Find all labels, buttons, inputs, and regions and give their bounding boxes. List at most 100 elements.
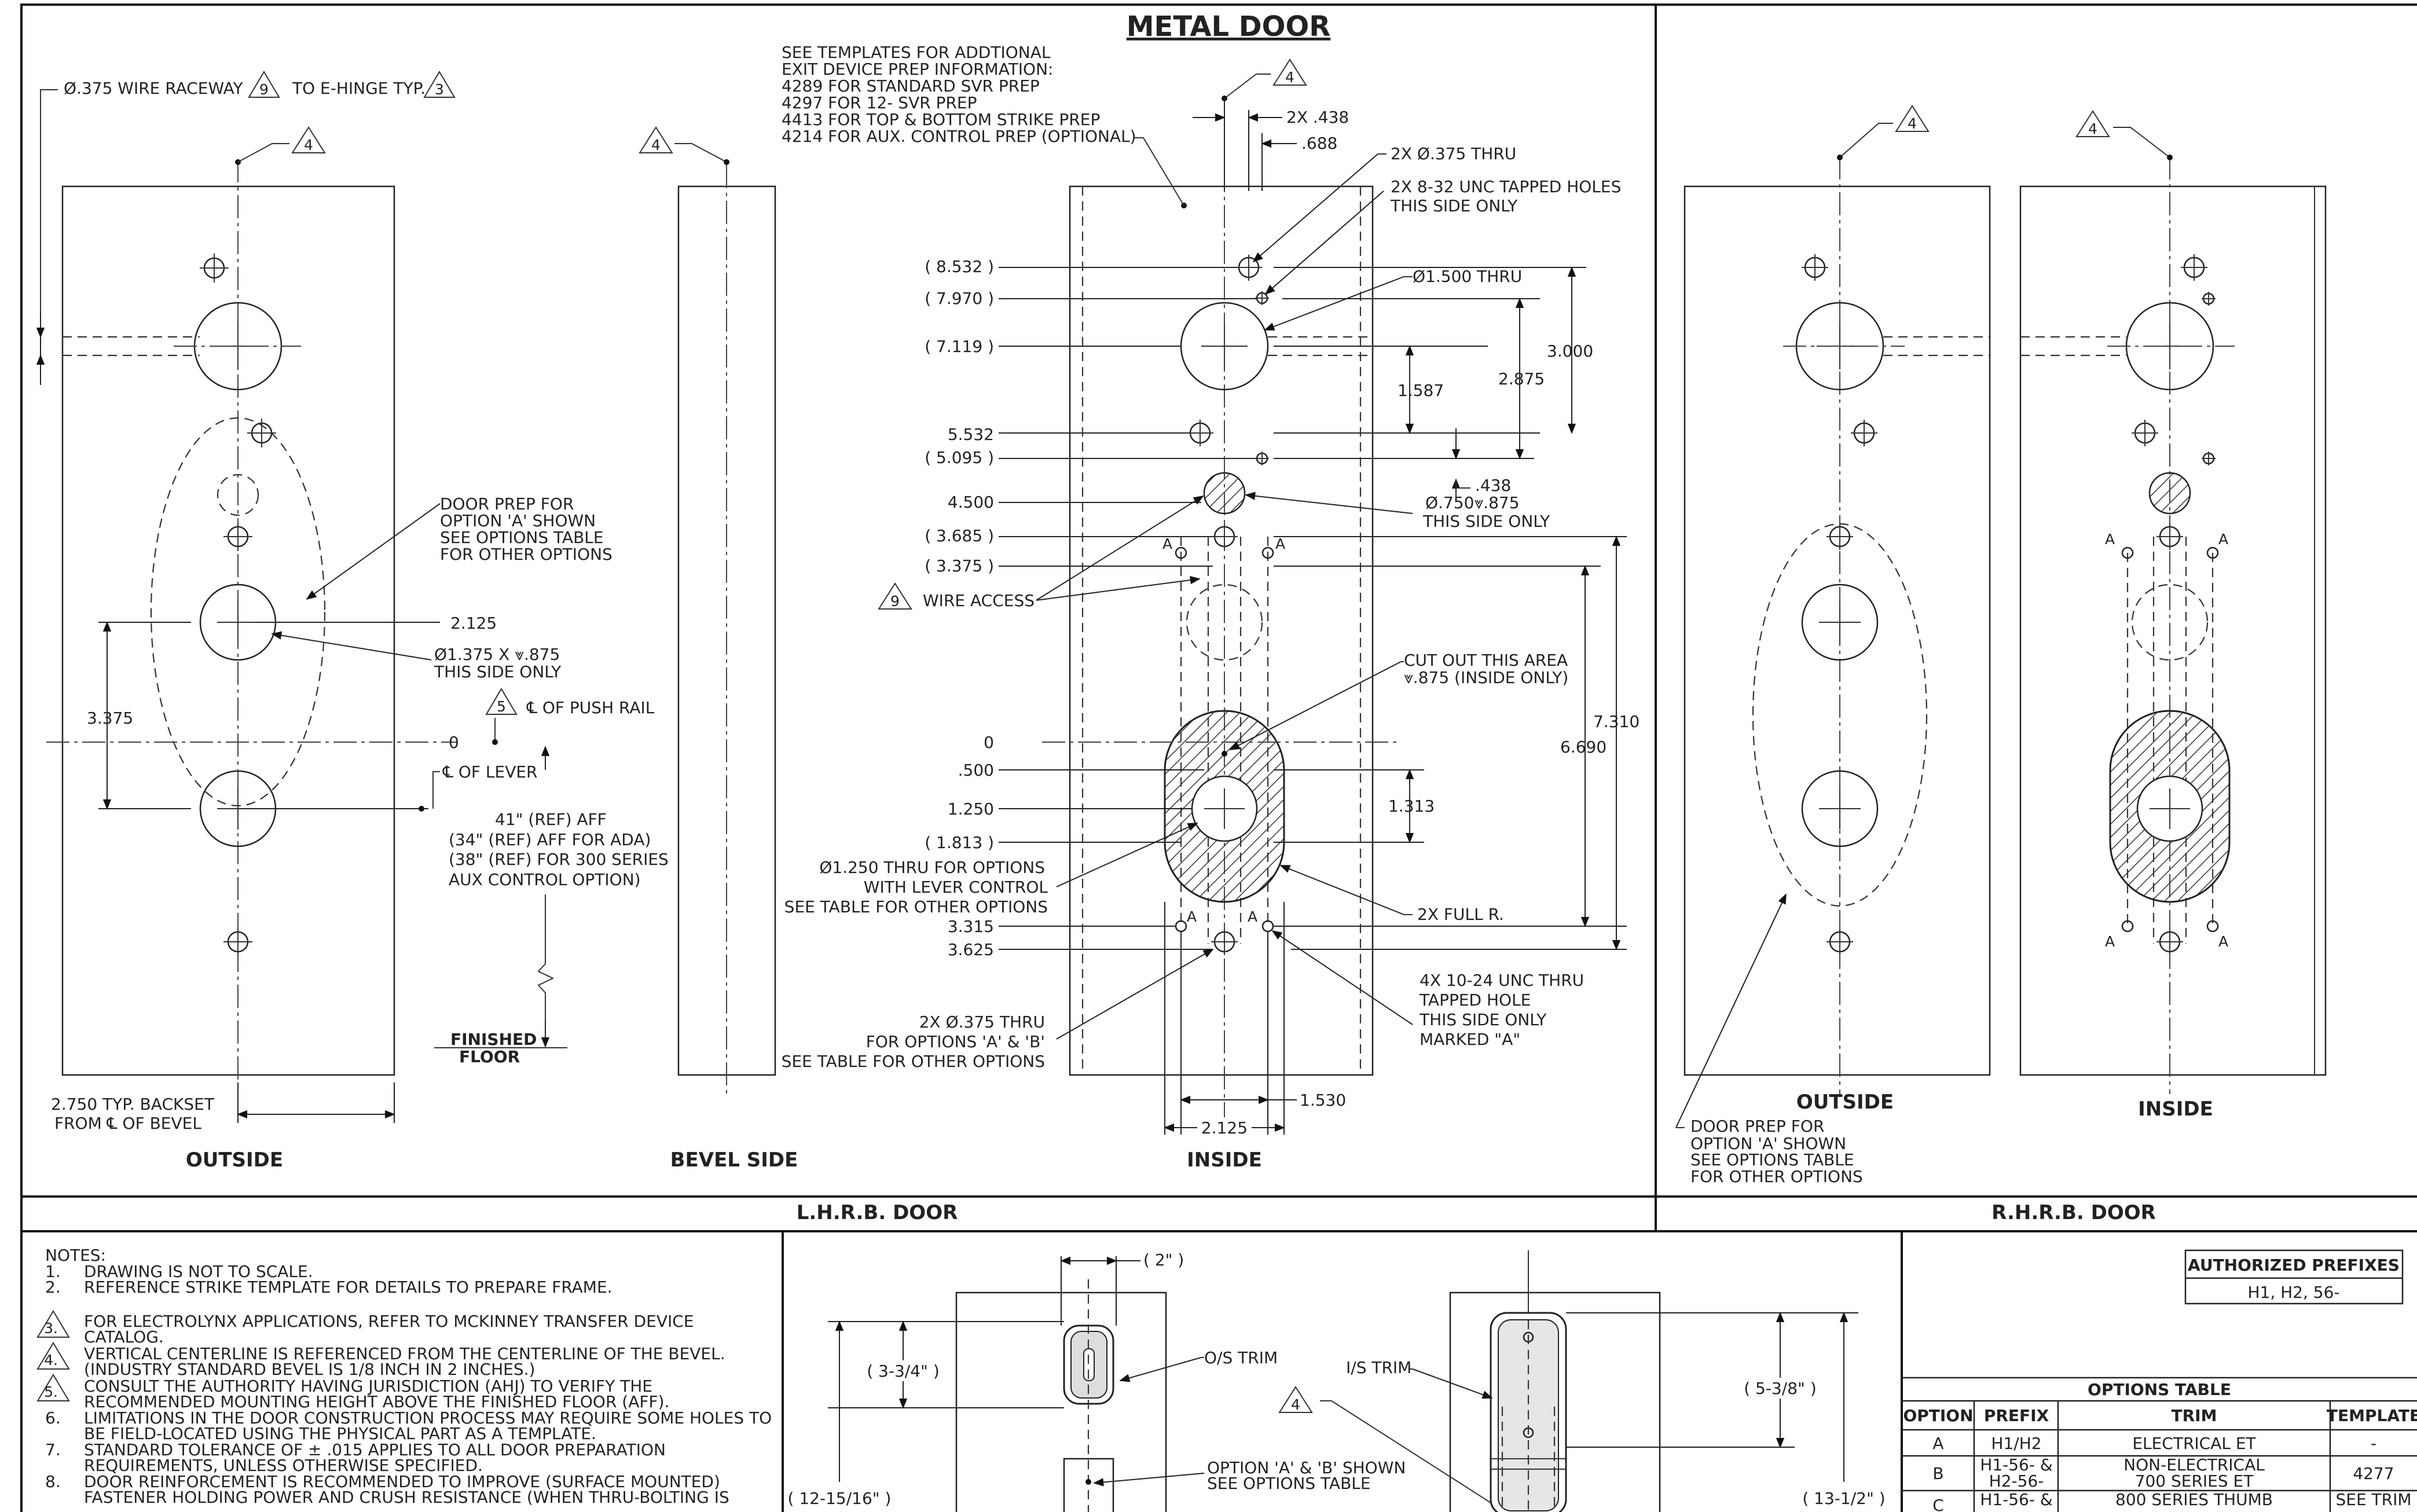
dim-3-3-4: ( 3-3/4" ): [867, 1361, 940, 1381]
view-label-rh-outside: OUTSIDE: [1796, 1091, 1894, 1114]
svg-text:4X 10-24 UNC THRU: 4X 10-24 UNC THRU: [1420, 971, 1584, 990]
svg-text:41" (REF) AFF: 41" (REF) AFF: [495, 810, 607, 829]
svg-text:3.: 3.: [44, 1320, 58, 1337]
lh-inside-view: A A A A: [1042, 133, 1401, 1129]
svg-text:A: A: [1187, 908, 1197, 925]
lh-outside-view: [36, 159, 457, 1123]
svg-text:VERTICAL CENTERLINE IS REFEREN: VERTICAL CENTERLINE IS REFERENCED FROM T…: [84, 1344, 725, 1363]
cutout-label-b: ⩔.875 (INSIDE ONLY): [1404, 668, 1568, 687]
svg-text:( 8.532 ): ( 8.532 ): [925, 257, 994, 276]
svg-text:4289 FOR STANDARD SVR PREP: 4289 FOR STANDARD SVR PREP: [782, 76, 1040, 96]
dim-3000: 3.000: [1547, 342, 1593, 361]
dim-688: .688: [1301, 134, 1337, 153]
dim-2125b: 2.125: [1201, 1118, 1248, 1137]
svg-text:4214 FOR AUX. CONTROL PREP (OP: 4214 FOR AUX. CONTROL PREP (OPTIONAL): [782, 127, 1136, 146]
svg-text:OPTION 'A' SHOWN: OPTION 'A' SHOWN: [440, 511, 596, 530]
svg-text:4.: 4.: [44, 1352, 58, 1368]
trim-detail: ( 2" ) ( 3-3/4" ) ( 12-15/16" ) O/S TRIM…: [788, 1250, 1886, 1512]
svg-text:BE FIELD-LOCATED USING THE PHY: BE FIELD-LOCATED USING THE PHYSICAL PART…: [84, 1424, 596, 1443]
svg-text:STANDARD TOLERANCE OF ± .015 A: STANDARD TOLERANCE OF ± .015 APPLIES TO …: [84, 1440, 666, 1459]
svg-text:.500: .500: [958, 761, 994, 780]
svg-text:NON-ELECTRICAL: NON-ELECTRICAL: [2123, 1455, 2265, 1474]
finished-floor-label: FINISHED: [450, 1030, 537, 1049]
section-title-lhrb: L.H.R.B. DOOR: [797, 1201, 958, 1224]
view-label-bevel: BEVEL SIDE: [670, 1148, 798, 1172]
dim-13-1-2: ( 13-1/2" ): [1802, 1489, 1885, 1508]
svg-text:CATALOG.: CATALOG.: [84, 1327, 164, 1346]
svg-text:1.250: 1.250: [948, 799, 994, 819]
dim-2875: 2.875: [1498, 369, 1545, 388]
dim-3375: 3.375: [87, 709, 133, 728]
svg-text:MARKED "A": MARKED "A": [1420, 1030, 1520, 1049]
svg-text:H1-56- &: H1-56- &: [1980, 1490, 2052, 1509]
raceway-label: Ø.375 WIRE RACEWAY: [64, 79, 244, 98]
options-table-title: OPTIONS TABLE: [2088, 1380, 2231, 1399]
svg-text:LIMITATIONS IN THE DOOR CONSTR: LIMITATIONS IN THE DOOR CONSTRUCTION PRO…: [84, 1408, 772, 1427]
svg-text:H2-56-: H2-56-: [1989, 1471, 2044, 1491]
svg-text:5.: 5.: [44, 1383, 58, 1400]
dim-5-3-8: ( 5-3/8" ): [1744, 1379, 1817, 1398]
svg-text:REFERENCE STRIKE TEMPLATE FOR: REFERENCE STRIKE TEMPLATE FOR DETAILS TO…: [84, 1278, 612, 1297]
svg-text:EXIT DEVICE PREP INFORMATION:: EXIT DEVICE PREP INFORMATION:: [782, 60, 1053, 79]
full-r-label: 2X FULL R.: [1417, 905, 1504, 924]
prefixes-value: H1, H2, 56-: [2247, 1283, 2339, 1302]
svg-text:A: A: [1248, 908, 1257, 925]
svg-text:(34" (REF) AFF FOR ADA): (34" (REF) AFF FOR ADA): [449, 830, 651, 849]
svg-text:( 3.375 ): ( 3.375 ): [925, 556, 994, 575]
dim-2125: 2.125: [450, 614, 497, 633]
hole-750-label-b: THIS SIDE ONLY: [1422, 512, 1550, 531]
note-flag-4: 4: [304, 137, 313, 153]
svg-text:FOR OTHER OPTIONS: FOR OTHER OPTIONS: [440, 545, 612, 564]
svg-text:OPTION 'A' SHOWN: OPTION 'A' SHOWN: [1690, 1134, 1846, 1153]
svg-text:A: A: [1275, 535, 1285, 552]
svg-text:H1/H2: H1/H2: [1991, 1434, 2041, 1453]
svg-text:4.500: 4.500: [948, 493, 994, 512]
finished-floor-label-b: FLOOR: [459, 1047, 520, 1066]
svg-text:A: A: [1932, 1434, 1943, 1453]
page-title: METAL DOOR: [1127, 10, 1330, 43]
rh-inside-flag-4: 4: [2088, 120, 2097, 137]
svg-text:1.: 1.: [45, 1262, 61, 1281]
svg-text:SEE TRIM: SEE TRIM: [2335, 1490, 2411, 1509]
dim-6690: 6.690: [1560, 737, 1607, 757]
templates-note: SEE TEMPLATES FOR ADDTIONAL EXIT DEVICE …: [782, 43, 1184, 206]
svg-text:DOOR PREP FOR: DOOR PREP FOR: [1690, 1117, 1824, 1136]
svg-text:THIS SIDE ONLY: THIS SIDE ONLY: [1419, 1010, 1547, 1029]
hole-375b-note: 2X Ø.375 THRU FOR OPTIONS 'A' & 'B' SEE …: [782, 1012, 1045, 1071]
raceway-label-b: TO E-HINGE TYP.: [292, 79, 426, 98]
svg-text:DOOR PREP FOR: DOOR PREP FOR: [440, 494, 574, 513]
svg-text:TAPPED HOLE: TAPPED HOLE: [1419, 990, 1531, 1010]
svg-text:2.: 2.: [45, 1278, 61, 1297]
options-header: TEMPLATE: [2327, 1406, 2417, 1425]
note-flag-9: 9: [259, 81, 269, 98]
hole-1250-note: Ø1.250 THRU FOR OPTIONS WITH LEVER CONTR…: [784, 858, 1048, 916]
options-table: OPTIONS TABLE OPTION PREFIX TRIM TEMPLAT…: [1902, 1377, 2417, 1512]
wire-access-flag-9: 9: [890, 593, 900, 610]
backset-note-b: FROM ℄ OF BEVEL: [54, 1114, 201, 1133]
tapped-1024-note: 4X 10-24 UNC THRU TAPPED HOLE THIS SIDE …: [1419, 971, 1584, 1049]
svg-text:6.: 6.: [45, 1408, 61, 1427]
lh-outside-annotations: Ø.375 WIRE RACEWAY 9 TO E-HINGE TYP. 3 4…: [40, 71, 669, 1133]
sheet-frame: [20, 3, 2417, 1512]
svg-text:( 1.813 ): ( 1.813 ): [925, 833, 994, 852]
svg-text:AUX CONTROL OPTION): AUX CONTROL OPTION): [449, 870, 641, 889]
rh-outside-flag-4: 4: [1908, 115, 1917, 132]
door-prep-note: DOOR PREP FOR OPTION 'A' SHOWN SEE OPTIO…: [440, 494, 612, 564]
section-title-rhrb: R.H.R.B. DOOR: [1991, 1201, 2156, 1224]
rh-door-prep-note: DOOR PREP FOR OPTION 'A' SHOWN SEE OPTIO…: [1690, 1117, 1863, 1186]
svg-text:H1-56- &: H1-56- &: [1980, 1455, 2052, 1474]
rh-outside-view: 4: [1675, 105, 1991, 1128]
svg-text:SEE TABLE FOR OTHER OPTIONS: SEE TABLE FOR OTHER OPTIONS: [784, 897, 1048, 916]
rh-inside-view: 4 A A A A: [2019, 110, 2327, 1094]
wire-access-label: WIRE ACCESS: [923, 591, 1035, 610]
dim-7310: 7.310: [1593, 712, 1640, 731]
svg-text:2X Ø.375 THRU: 2X Ø.375 THRU: [919, 1012, 1045, 1032]
svg-text:FASTENER HOLDING POWER AND CRU: FASTENER HOLDING POWER AND CRUSH RESISTA…: [84, 1488, 729, 1507]
is-trim-label: I/S TRIM: [1346, 1358, 1411, 1377]
svg-text:C: C: [1932, 1496, 1944, 1512]
os-trim-label: O/S TRIM: [1204, 1348, 1278, 1367]
svg-text:(INDUSTRY STANDARD BEVEL IS 1/: (INDUSTRY STANDARD BEVEL IS 1/8 INCH IN …: [84, 1360, 535, 1379]
svg-text:4277: 4277: [2353, 1464, 2394, 1483]
svg-text:4297 FOR 12- SVR PREP: 4297 FOR 12- SVR PREP: [782, 93, 977, 112]
